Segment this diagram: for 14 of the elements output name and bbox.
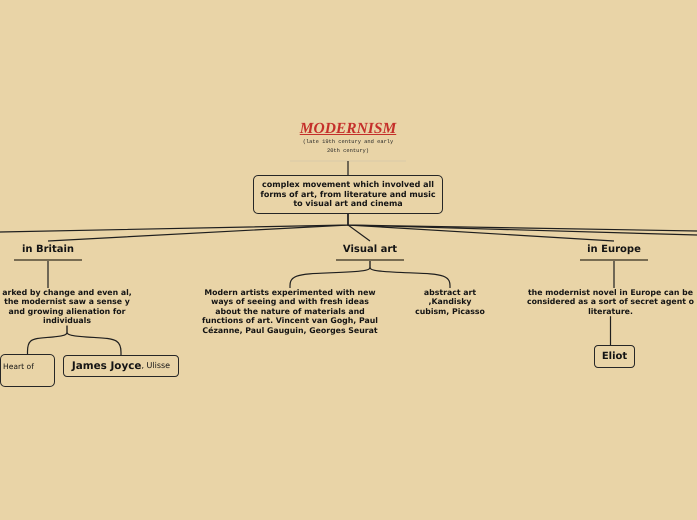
topic-box: Eliot <box>594 345 635 368</box>
branch-heading: in Britain <box>14 241 82 261</box>
connector-line <box>66 326 122 355</box>
connector-line <box>613 261 615 288</box>
title: MODERNISM <box>300 120 396 138</box>
topic-box: James Joyce, Ulisse <box>63 355 179 377</box>
topic-box: complex movement which involved all forms of art, from literature and music to visual art and cinema <box>253 175 443 214</box>
connector-line <box>347 214 697 236</box>
branch-heading: Visual art <box>336 241 404 261</box>
branch-heading: in Europe <box>580 241 648 261</box>
connector-line <box>47 261 49 288</box>
connector-line <box>347 161 349 175</box>
connector-line <box>610 316 612 345</box>
connector-line <box>369 261 451 288</box>
